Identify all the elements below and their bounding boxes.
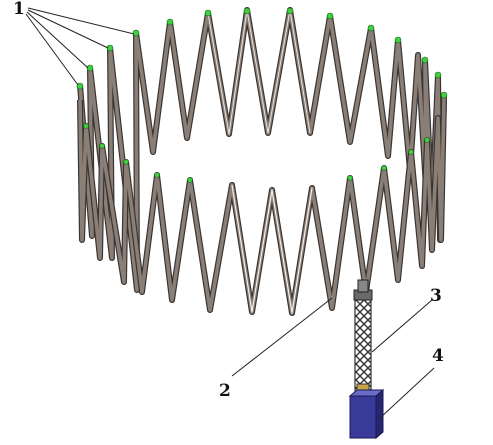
base-actuator-block xyxy=(348,388,385,440)
hinge-joint xyxy=(99,143,105,149)
hinge-joint xyxy=(381,165,387,171)
hinge-joint xyxy=(83,123,89,129)
hinge-joint xyxy=(154,172,160,178)
leader-2 xyxy=(231,297,333,377)
leader-1a xyxy=(27,7,135,35)
leader-1d xyxy=(25,13,79,86)
hinge-joint xyxy=(286,7,294,15)
deployment-mast xyxy=(353,279,373,395)
hinge-joint xyxy=(424,137,430,143)
base-block-side xyxy=(375,388,384,440)
upper-ring-inner-highlight xyxy=(207,9,311,135)
hinge-joint xyxy=(326,12,334,20)
callout-label-4: 4 xyxy=(432,346,444,366)
hinge-joint xyxy=(76,82,84,90)
leader-4 xyxy=(379,367,435,419)
hinge-joint xyxy=(132,29,140,37)
hinge-joint xyxy=(367,24,375,32)
hinge-joint xyxy=(347,175,353,181)
hinge-joint xyxy=(86,64,94,72)
hinge-joint xyxy=(187,177,193,183)
hinge-joint xyxy=(408,149,414,155)
hinge-joint xyxy=(243,7,251,15)
leader-3 xyxy=(371,299,433,353)
leader-1b xyxy=(27,9,109,49)
hinge-joint xyxy=(434,71,442,79)
hinge-joint xyxy=(421,56,429,64)
lower-zigzag-ring xyxy=(77,99,447,316)
callout-label-1: 1 xyxy=(13,0,25,19)
hinge-joint xyxy=(166,18,174,26)
mast-lattice-tube xyxy=(354,299,372,393)
hinge-joint xyxy=(440,91,448,99)
mast-top-clamp xyxy=(357,279,369,293)
hinge-joints xyxy=(76,7,448,183)
leader-lines xyxy=(25,7,435,419)
base-block-front xyxy=(349,395,377,439)
hinge-joint xyxy=(123,159,129,165)
hinge-joint xyxy=(394,36,402,44)
hinge-joint xyxy=(204,9,212,17)
callout-label-2: 2 xyxy=(219,381,231,401)
lower-ring-inner-highlight xyxy=(231,184,313,314)
leader-1c xyxy=(26,11,89,69)
callout-label-3: 3 xyxy=(430,286,442,306)
